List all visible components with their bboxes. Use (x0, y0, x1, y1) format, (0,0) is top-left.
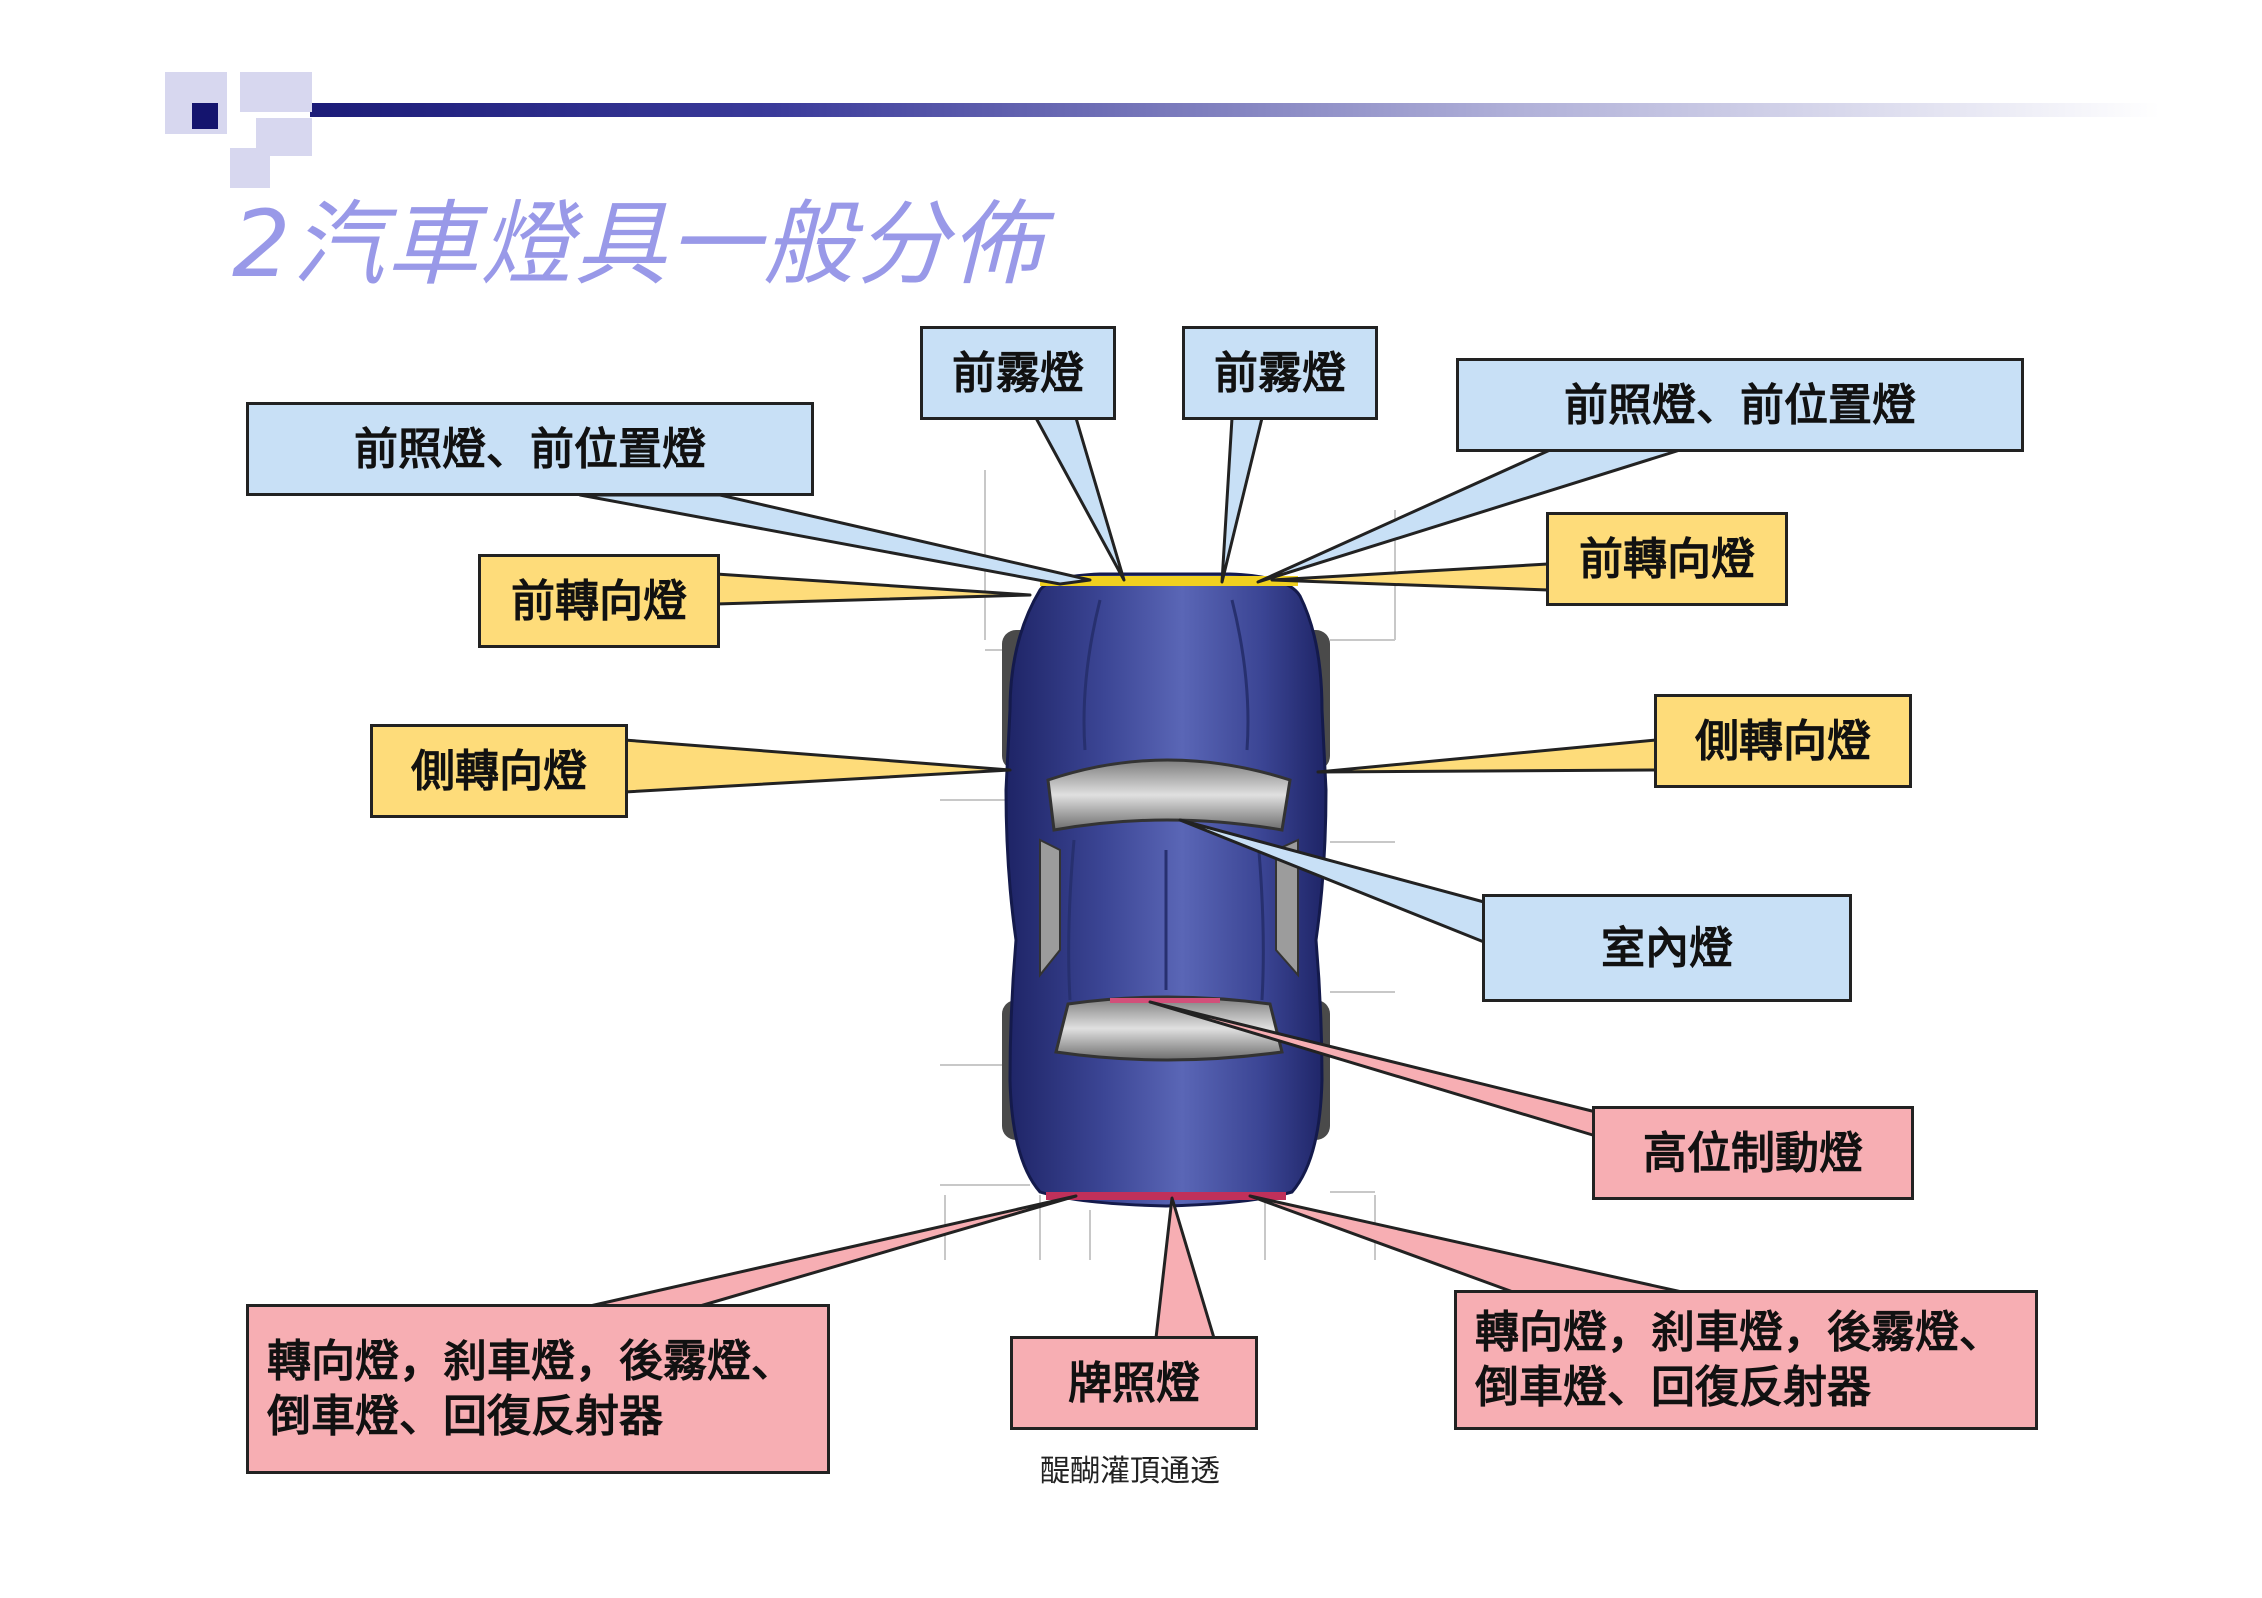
label-license: 牌照燈 (1010, 1336, 1258, 1430)
car-front-lamp-strip (1040, 576, 1298, 586)
header-square-5 (230, 148, 270, 188)
label-headlight-right: 前照燈、前位置燈 (1456, 358, 2024, 452)
label-rear-right-line2: 倒車燈、回復反射器 (1475, 1362, 1871, 1413)
slide-title: 2汽車燈具一般分佈 (232, 191, 1045, 298)
car-roof-line-right (1256, 839, 1265, 1001)
car-roof-line-left (1067, 839, 1076, 1001)
label-rear-left-line1: 轉向燈，刹車燈，後霧燈、 (267, 1336, 795, 1387)
header-square-2 (240, 72, 312, 112)
car-rear-lamp-strip (1046, 1192, 1286, 1200)
label-rear-right: 轉向燈，刹車燈，後霧燈、 倒車燈、回復反射器 (1454, 1290, 2038, 1430)
car-side-window-left (1039, 838, 1061, 978)
label-side-turn-right: 側轉向燈 (1654, 694, 1912, 788)
pointer-side-turn-left (622, 738, 1012, 794)
label-interior: 室內燈 (1482, 894, 1852, 1002)
label-front-fog-right: 前霧燈 (1182, 326, 1378, 420)
label-rear-left: 轉向燈，刹車燈，後霧燈、 倒車燈、回復反射器 (246, 1304, 830, 1474)
pointer-license (1154, 1196, 1216, 1340)
label-headlight-left: 前照燈、前位置燈 (246, 402, 814, 496)
pointer-rear-right (1248, 1194, 1702, 1298)
label-rear-left-line2: 倒車燈、回復反射器 (267, 1391, 663, 1442)
car-hood-line-right (1230, 599, 1250, 751)
car-hood-line-left (1082, 599, 1102, 751)
footer-text: 醍醐灌頂通透 (1040, 1454, 1220, 1489)
pointer-front-turn-left (714, 572, 1032, 606)
header-square-3 (192, 103, 218, 129)
label-high-brake: 高位制動燈 (1592, 1106, 1914, 1200)
pointer-fog-right (1220, 416, 1264, 584)
pointer-front-turn-right (1270, 562, 1550, 592)
label-side-turn-left: 側轉向燈 (370, 724, 628, 818)
pointer-fog-left (1034, 416, 1126, 582)
car-top-view (1002, 572, 1330, 1208)
car-windshield (1046, 758, 1292, 832)
pointer-side-turn-right (1316, 738, 1658, 774)
car-high-brake-strip (1110, 998, 1220, 1003)
label-front-turn-left: 前轉向燈 (478, 554, 720, 648)
label-rear-right-line1: 轉向燈，刹車燈，後霧燈、 (1475, 1307, 2003, 1358)
header-gradient-bar (310, 103, 2160, 117)
label-front-fog-left: 前霧燈 (920, 326, 1116, 420)
label-front-turn-right: 前轉向燈 (1546, 512, 1788, 606)
pointer-rear-left (588, 1194, 1078, 1308)
car-rear-window (1054, 995, 1284, 1062)
